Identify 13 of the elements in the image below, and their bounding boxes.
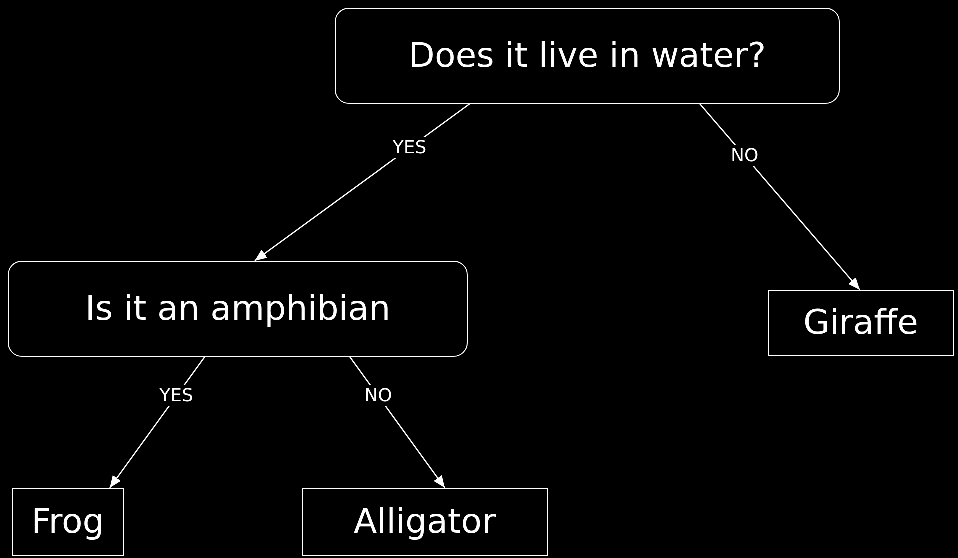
node-text: Does it live in water? — [408, 36, 766, 76]
arrow — [700, 104, 860, 290]
edge-label: YES — [158, 386, 196, 407]
question-box — [335, 8, 840, 104]
question-box — [8, 261, 468, 357]
node-text: Giraffe — [804, 303, 918, 343]
node-text: Is it an amphibian — [85, 289, 391, 329]
node-text: Alligator — [354, 502, 496, 542]
answer-box — [768, 290, 954, 356]
edge-label: YES — [390, 137, 429, 158]
node-text: Frog — [32, 502, 104, 542]
answer-box — [12, 488, 124, 556]
answer-box — [302, 488, 548, 556]
